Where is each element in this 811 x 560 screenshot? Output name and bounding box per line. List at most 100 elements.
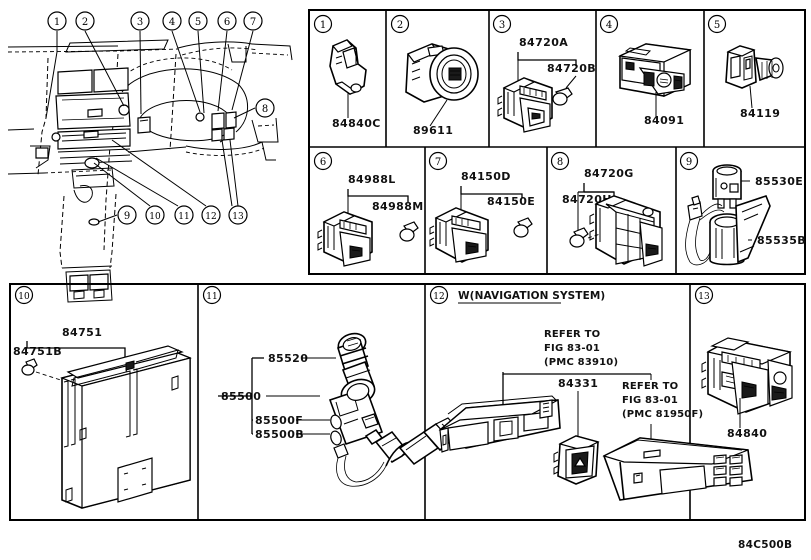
reference-note-1: REFER TO FIG 83-01 (PMC 83910) — [544, 329, 618, 368]
callout-label: 10 — [149, 212, 161, 222]
panel-badge-label: 13 — [698, 292, 710, 302]
panel-9-badge: 9 — [679, 151, 699, 171]
panel-3-badge: 3 — [492, 14, 512, 34]
panel-13-badge: 13 — [694, 285, 714, 305]
panel-badge-label: 3 — [499, 20, 505, 31]
callout-4: 4 — [162, 11, 182, 31]
panel-badge-label: 8 — [557, 157, 563, 168]
part-85500-illustration — [328, 378, 384, 446]
part-89611-illustration — [405, 43, 479, 103]
part-84720B-illustration — [552, 87, 573, 106]
callout-label: 8 — [262, 104, 268, 115]
callout-13: 13 — [228, 205, 248, 225]
instrument-panel-illustration — [7, 30, 293, 303]
part-84720H-illustration — [569, 227, 601, 248]
part-number-84150E: 84150E — [487, 195, 535, 208]
part-number-89611: 89611 — [413, 124, 453, 137]
part-84150D-illustration — [429, 207, 489, 263]
panel-badge-label: 11 — [206, 292, 217, 302]
part-number-84988M: 84988M — [372, 200, 424, 213]
part-number-84150D: 84150D — [461, 170, 511, 183]
figure-code: 84C500B — [738, 539, 792, 551]
panel-6-switch-assembly: 6 84988L 84988M — [313, 151, 424, 267]
part-number-84720B: 84720B — [547, 62, 596, 75]
panel-5-badge: 5 — [707, 14, 727, 34]
part-number-84331: 84331 — [558, 377, 598, 390]
part-number-84720G: 84720G — [584, 167, 634, 180]
reference-note-2: REFER TO FIG 83-01 (PMC 81950F) — [622, 381, 703, 420]
panel-9-socket-assembly: 9 85530E 85535B — [679, 151, 806, 266]
callout-5: 5 — [188, 11, 208, 31]
panel-badge-label: 9 — [686, 157, 692, 168]
panel-badge-label: 7 — [435, 157, 441, 168]
panel-1-connector: 1 84840C — [313, 14, 380, 130]
reference-line-1: REFER TO — [622, 381, 678, 392]
panel-13-power-window-switch: 13 84840 — [694, 285, 793, 440]
panel-3-switch-assembly: 3 84720A 84720B — [492, 14, 596, 133]
callout-label: 2 — [82, 17, 88, 28]
navigation-system-heading: W(NAVIGATION SYSTEM) — [458, 290, 605, 302]
callout-9: 9 — [117, 205, 137, 225]
callout-label: 9 — [124, 211, 130, 222]
panel-12-navigation-panel: 12 W(NAVIGATION SYSTEM) REFER TO FIG 83-… — [429, 285, 753, 501]
reference-line-3: (PMC 81950F) — [622, 409, 703, 420]
panel-7-switch-assembly: 7 84150D 84150E — [428, 151, 535, 263]
callout-label: 3 — [137, 17, 143, 28]
panel-5-switch: 5 84119 — [707, 14, 784, 120]
part-84988M-illustration — [399, 221, 419, 242]
part-84840-illustration — [701, 337, 793, 415]
panel-badge-label: 4 — [606, 20, 612, 31]
panel-1-badge: 1 — [313, 14, 333, 34]
part-number-84751: 84751 — [62, 326, 102, 339]
panel-2-switch: 2 89611 — [390, 14, 479, 137]
part-number-85500F: 85500F — [255, 414, 303, 427]
callout-7: 7 — [243, 11, 263, 31]
callout-3: 3 — [130, 11, 150, 31]
part-number-84720A: 84720A — [519, 36, 568, 49]
part-number-85500B: 85500B — [255, 428, 304, 441]
callout-label: 12 — [205, 212, 216, 222]
part-85530E-illustration — [712, 164, 742, 209]
parts-grid-upper — [308, 9, 806, 275]
panel-8-badge: 8 — [550, 151, 570, 171]
part-84720A-illustration — [497, 77, 553, 133]
callout-1: 1 — [47, 11, 67, 31]
reference-line-2: FIG 83-01 — [622, 395, 678, 406]
part-84720G-illustration — [589, 195, 663, 267]
panel-badge-label: 12 — [433, 292, 444, 302]
part-85535B-illustration — [709, 195, 771, 266]
callout-6: 6 — [217, 11, 237, 31]
panel-4-badge: 4 — [599, 14, 619, 34]
part-number-84840: 84840 — [727, 427, 767, 440]
panel-badge-label: 2 — [397, 20, 403, 31]
part-84150E-illustration — [513, 217, 533, 238]
callout-11: 11 — [174, 205, 194, 225]
part-84840C-illustration — [329, 39, 367, 95]
callout-label: 11 — [178, 212, 189, 222]
head-unit-illustration — [438, 395, 561, 453]
reference-line-2: FIG 83-01 — [544, 343, 600, 354]
part-85500F-illustration — [330, 414, 342, 430]
part-84119-illustration — [725, 45, 784, 89]
panel-badge-label: 1 — [320, 20, 326, 31]
hazard-switch-illustration — [553, 435, 600, 485]
panel-10-badge: 10 — [14, 285, 34, 305]
panel-badge-label: 6 — [320, 157, 326, 168]
panel-badge-label: 10 — [18, 292, 30, 302]
callout-label: 7 — [250, 17, 256, 28]
reference-line-3: (PMC 83910) — [544, 357, 618, 368]
panel-badge-label: 5 — [714, 20, 720, 31]
part-number-85535B: 85535B — [757, 234, 806, 247]
callout-label: 5 — [195, 17, 201, 28]
callout-10: 10 — [145, 205, 165, 225]
panel-4-switch: 4 84091 — [599, 14, 693, 127]
part-85500B-illustration — [330, 430, 342, 446]
panel-10-control-unit: 10 84751 84751B — [13, 285, 192, 509]
harness-illustration — [685, 195, 725, 266]
panel-12-badge: 12 — [429, 285, 449, 305]
lower-console-illustration — [602, 437, 753, 501]
part-number-84091: 84091 — [644, 114, 684, 127]
callout-label: 1 — [54, 17, 60, 28]
